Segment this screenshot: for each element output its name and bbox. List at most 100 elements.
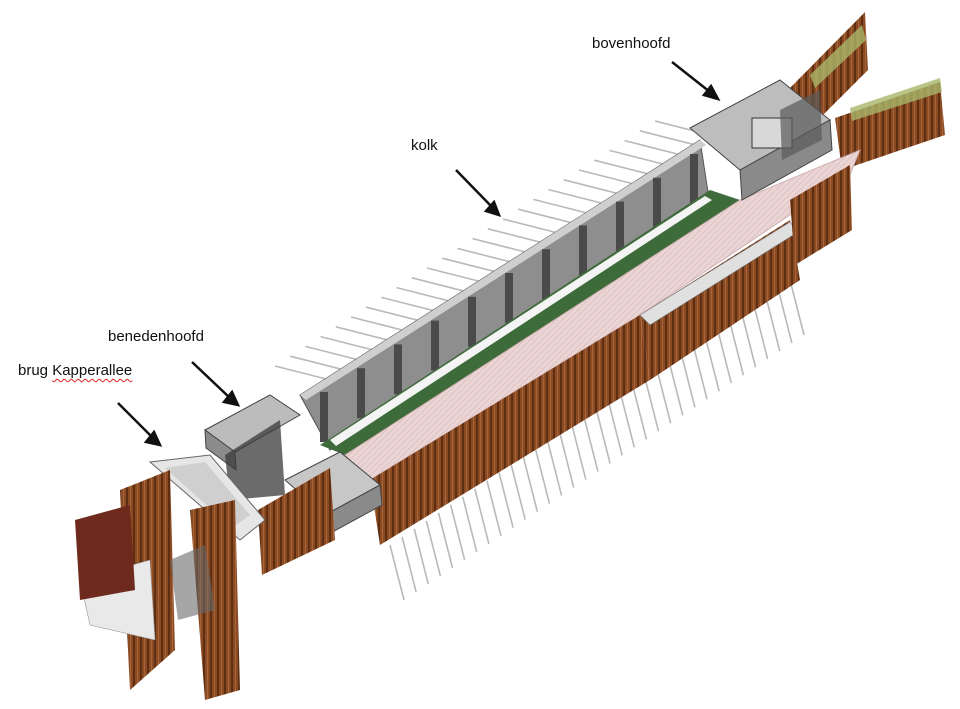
anchor-rod (461, 496, 478, 553)
anchor-rod (655, 368, 672, 424)
anchor-rod (578, 169, 635, 185)
chamber-floor-white (330, 196, 712, 446)
anchor-rod (789, 279, 805, 336)
anchor-rod (692, 344, 708, 400)
anchor-rod (487, 228, 543, 244)
upper-grass-strip (810, 25, 866, 88)
anchor-rods-front (389, 279, 805, 601)
label-brug-prefix: brug (18, 362, 53, 379)
anchor-rod (449, 504, 466, 561)
anchor-rod (668, 360, 684, 416)
label-benedenhoofd: benedenhoofd (108, 328, 204, 345)
label-kolk: kolk (411, 137, 438, 154)
anchor-rod (533, 198, 589, 215)
wall-buttress (431, 320, 439, 371)
anchor-rod (534, 448, 551, 504)
anchor-rod (764, 295, 781, 352)
anchor-rod (607, 400, 623, 456)
anchor-rod (728, 319, 745, 376)
anchor-rod (486, 480, 502, 536)
wall-buttress (542, 249, 550, 300)
anchor-rod (546, 440, 563, 496)
label-brug-kapperallee: brug Kapperallee (18, 362, 132, 379)
anchor-rod (548, 188, 604, 205)
upper-gate (780, 90, 822, 160)
lower-head-piles (258, 468, 335, 575)
anchor-rod (396, 286, 452, 303)
arrow-bovenhoofd (671, 61, 721, 102)
anchor-rod (522, 456, 539, 512)
anchor-rod (624, 139, 680, 156)
chamber-wall-back-top (300, 140, 706, 400)
bridge-struts (170, 545, 215, 620)
anchor-rod (425, 520, 442, 577)
anchor-rod (437, 512, 454, 569)
anchor-rod (518, 208, 574, 224)
anchor-rod (474, 488, 490, 544)
anchor-rod (472, 237, 528, 254)
arrow-benedenhoofd (191, 361, 241, 407)
anchor-rod (381, 296, 437, 313)
anchor-rods-back (274, 120, 711, 381)
wall-buttress (468, 296, 476, 347)
anchor-rod (680, 352, 696, 408)
wall-buttress (690, 154, 698, 204)
anchor-rod (274, 365, 331, 381)
anchor-rod (335, 326, 391, 342)
arrow-kolk (455, 169, 502, 217)
wall-buttresses (320, 154, 698, 442)
wall-buttress (357, 368, 365, 419)
anchor-rod (643, 376, 660, 432)
anchor-rod (716, 327, 733, 384)
anchor-rod (619, 392, 636, 448)
anchor-rod (290, 355, 346, 371)
anchor-rod (571, 424, 587, 480)
chamber-wall-front-upper (640, 220, 800, 380)
anchor-rod (389, 544, 405, 601)
anchor-rod (595, 408, 611, 464)
chamber-floor-green (320, 190, 740, 455)
anchor-rod (498, 472, 514, 528)
wall-buttress (320, 392, 328, 442)
anchor-rod (320, 335, 376, 352)
anchor-rod (411, 277, 467, 293)
label-bovenhoofd: bovenhoofd (592, 35, 671, 52)
anchor-rod (442, 257, 498, 273)
wall-buttress (653, 177, 661, 228)
anchor-rod (563, 179, 619, 195)
anchor-rod (558, 432, 575, 488)
lower-gate (225, 420, 285, 500)
anchor-rod (502, 218, 559, 234)
upper-grass-strip-right (850, 78, 942, 121)
label-brug-name: Kapperallee (52, 362, 133, 379)
anchor-rod (609, 149, 665, 166)
wall-buttress (394, 344, 402, 395)
anchor-rod (704, 336, 720, 392)
anchor-rod (426, 267, 483, 283)
anchor-rod (510, 464, 526, 520)
wall-buttress (616, 201, 624, 252)
wall-buttress (579, 225, 587, 276)
anchor-rod (752, 303, 769, 360)
anchor-rod (457, 247, 513, 264)
arrow-brug (117, 402, 163, 447)
anchor-rod (305, 345, 361, 362)
anchor-rod (413, 528, 430, 585)
anchor-rod (777, 287, 793, 344)
anchor-rod (639, 130, 695, 146)
chamber-floor-pink (344, 149, 861, 481)
anchor-rod (594, 159, 650, 175)
right-end-piles (790, 165, 852, 265)
anchor-rod (401, 536, 417, 593)
wall-buttress (505, 273, 513, 323)
anchor-rod (366, 306, 422, 322)
anchor-rod (350, 316, 407, 332)
anchor-rod (740, 311, 757, 368)
upper-wing-wall-right (835, 82, 945, 170)
chamber-wall-front (370, 315, 650, 545)
anchor-rod (583, 416, 599, 472)
bridge-wing-left (75, 505, 135, 600)
anchor-rod (631, 384, 648, 440)
